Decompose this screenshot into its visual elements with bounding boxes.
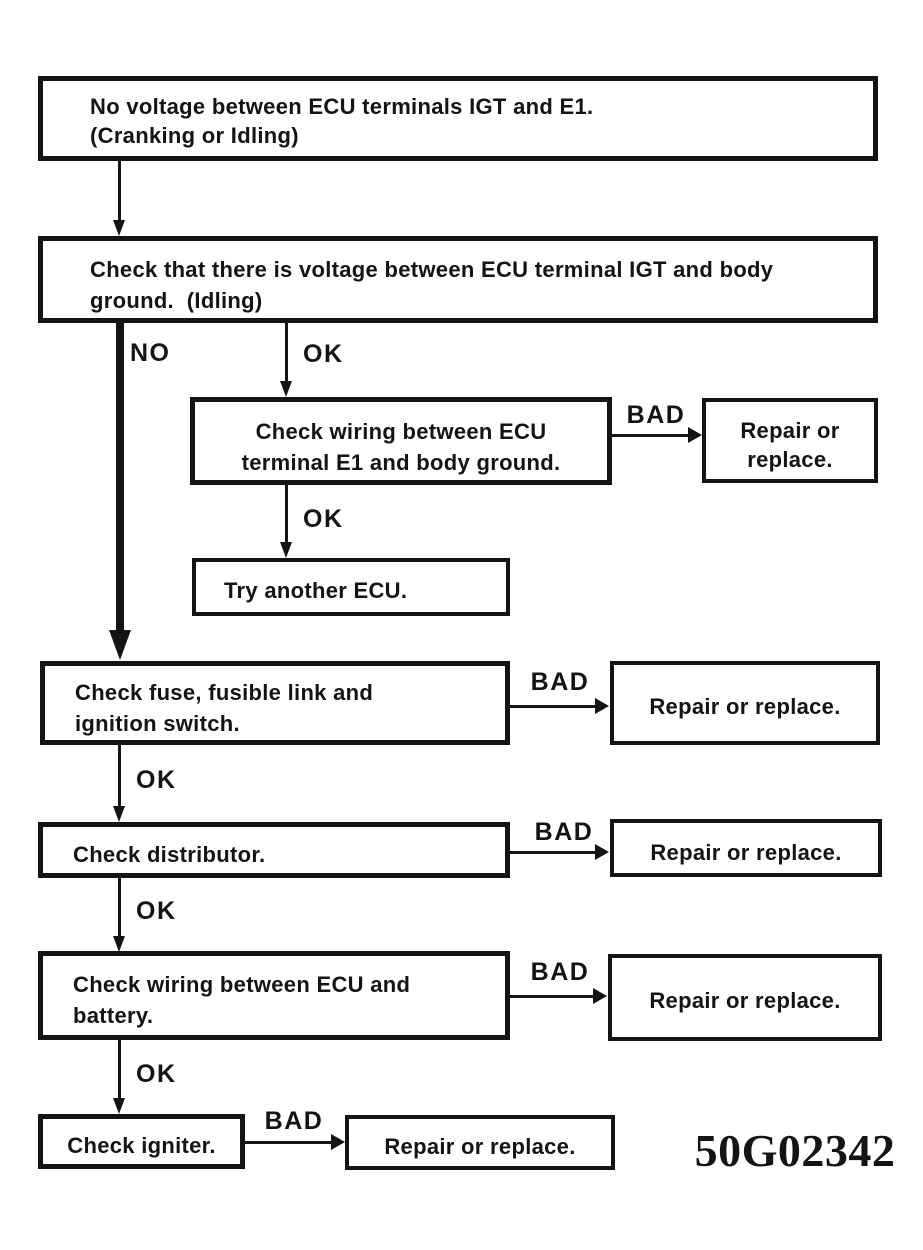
node-repair-3: Repair or replace. <box>610 819 882 877</box>
node-check-battery-wiring: Check wiring between ECU and battery. <box>38 951 510 1040</box>
connector-ok-3-arrowhead <box>113 806 125 822</box>
connector-ok-2-arrowhead <box>280 542 292 558</box>
connector-bad-4-arrowhead <box>593 988 607 1004</box>
connector-bad-5-arrowhead <box>331 1134 345 1150</box>
node-text-line: No voltage between ECU terminals IGT and… <box>90 94 594 119</box>
node-text-line: Check igniter. <box>67 1133 216 1158</box>
connector-ok-2-line <box>285 485 288 543</box>
edge-label-ok-2: OK <box>303 505 344 533</box>
node-text-line: Repair or replace. <box>649 988 841 1013</box>
node-text-line: ground. (Idling) <box>90 288 263 313</box>
connector-ok-5-arrowhead <box>113 1098 125 1114</box>
connector-ok-4-line <box>118 878 121 938</box>
connector-start-check-voltage-arrowhead <box>113 220 125 236</box>
edge-label-bad-2: BAD <box>530 668 590 696</box>
connector-ok-1-arrowhead <box>280 381 292 397</box>
connector-bad-3-arrowhead <box>595 844 609 860</box>
edge-label-bad-3: BAD <box>534 818 594 846</box>
connector-bad-5-line <box>245 1141 332 1144</box>
node-text-line: Check wiring between ECU and <box>73 972 411 997</box>
connector-bad-2-arrowhead <box>595 698 609 714</box>
connector-no-thick-line <box>116 321 124 631</box>
connector-no-arrowhead <box>109 630 131 660</box>
edge-label-ok-5: OK <box>136 1060 177 1088</box>
node-check-distributor: Check distributor. <box>38 822 510 878</box>
node-check-wiring-e1: Check wiring between ECU terminal E1 and… <box>190 397 612 485</box>
node-text-line: Check distributor. <box>73 842 266 867</box>
node-text-line: Check that there is voltage between ECU … <box>90 257 774 282</box>
node-text-line: ignition switch. <box>75 711 240 736</box>
figure-code: 50G02342 <box>694 1125 896 1176</box>
node-text-line: Try another ECU. <box>224 578 408 603</box>
node-text-line: battery. <box>73 1003 154 1028</box>
node-check-fuse: Check fuse, fusible link and ignition sw… <box>40 661 510 745</box>
edge-label-bad-4: BAD <box>530 958 590 986</box>
edge-label-ok-1: OK <box>303 340 344 368</box>
connector-ok-5-line <box>118 1040 121 1100</box>
node-text-line: Check fuse, fusible link and <box>75 680 374 705</box>
node-try-another-ecu: Try another ECU. <box>192 558 510 616</box>
node-text-line: (Cranking or Idling) <box>90 123 299 148</box>
connector-bad-1-line <box>612 434 689 437</box>
node-text-line: terminal E1 and body ground. <box>241 450 561 475</box>
connector-ok-4-arrowhead <box>113 936 125 952</box>
edge-label-ok-3: OK <box>136 766 177 794</box>
edge-label-bad-5: BAD <box>264 1107 324 1135</box>
node-repair-4: Repair or replace. <box>608 954 882 1041</box>
connector-bad-4-line <box>510 995 594 998</box>
node-start-symptom: No voltage between ECU terminals IGT and… <box>38 76 878 161</box>
connector-bad-1-arrowhead <box>688 427 702 443</box>
connector-start-check-voltage-line <box>118 161 121 222</box>
connector-ok-3-line <box>118 745 121 807</box>
node-text-line: replace. <box>747 447 833 472</box>
edge-label-ok-4: OK <box>136 897 177 925</box>
node-text-line: Repair or replace. <box>384 1134 576 1159</box>
connector-bad-3-line <box>510 851 596 854</box>
connector-ok-1-line <box>285 321 288 383</box>
node-text-line: Repair or replace. <box>649 694 841 719</box>
node-text-line: Repair or replace. <box>650 840 842 865</box>
node-text-line: Check wiring between ECU <box>255 419 547 444</box>
node-check-igniter: Check igniter. <box>38 1114 245 1169</box>
node-repair-5: Repair or replace. <box>345 1115 615 1170</box>
node-repair-2: Repair or replace. <box>610 661 880 745</box>
node-check-voltage: Check that there is voltage between ECU … <box>38 236 878 323</box>
edge-label-no: NO <box>130 339 171 367</box>
connector-bad-2-line <box>510 705 596 708</box>
edge-label-bad-1: BAD <box>626 401 686 429</box>
node-text-line: Repair or <box>740 418 840 443</box>
node-repair-1: Repair or replace. <box>702 398 878 483</box>
